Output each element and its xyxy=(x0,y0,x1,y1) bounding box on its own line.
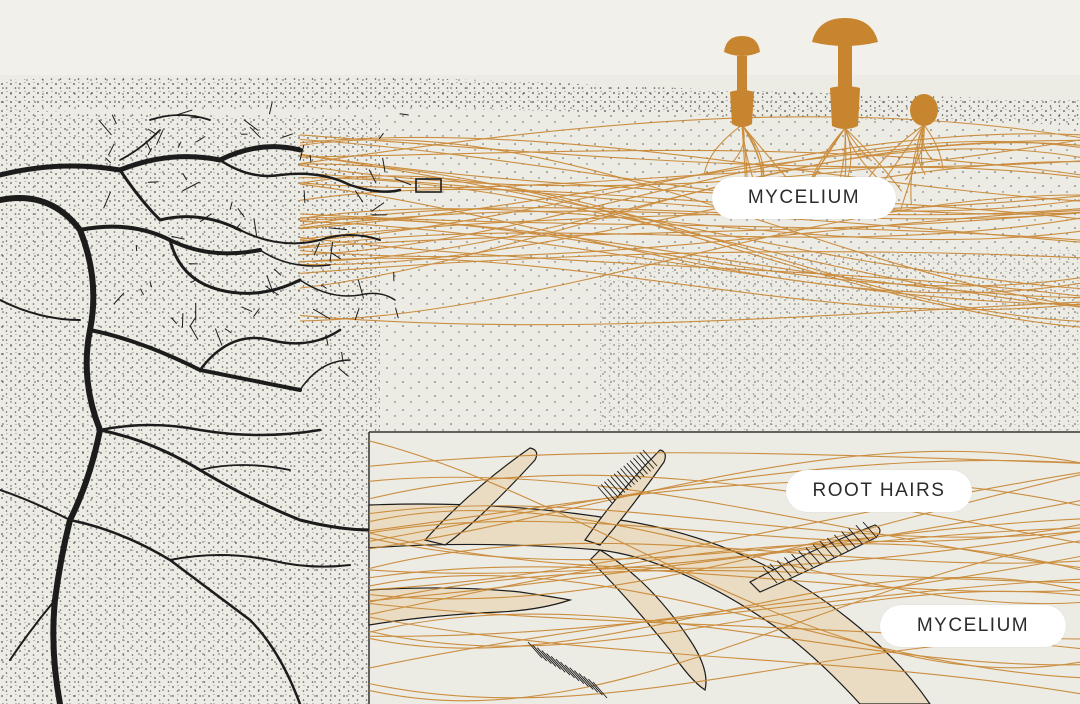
label-mycelium-top: MYCELIUM xyxy=(712,177,896,219)
soil-left-dense xyxy=(0,110,380,704)
label-root-hairs: ROOT HAIRS xyxy=(786,470,972,512)
mushroom-button xyxy=(910,94,938,126)
label-mycelium-bottom: MYCELIUM xyxy=(880,605,1066,647)
root-twig xyxy=(182,313,183,328)
root-twig xyxy=(148,182,159,183)
sky-band xyxy=(0,0,1080,75)
root-twig xyxy=(136,245,137,251)
